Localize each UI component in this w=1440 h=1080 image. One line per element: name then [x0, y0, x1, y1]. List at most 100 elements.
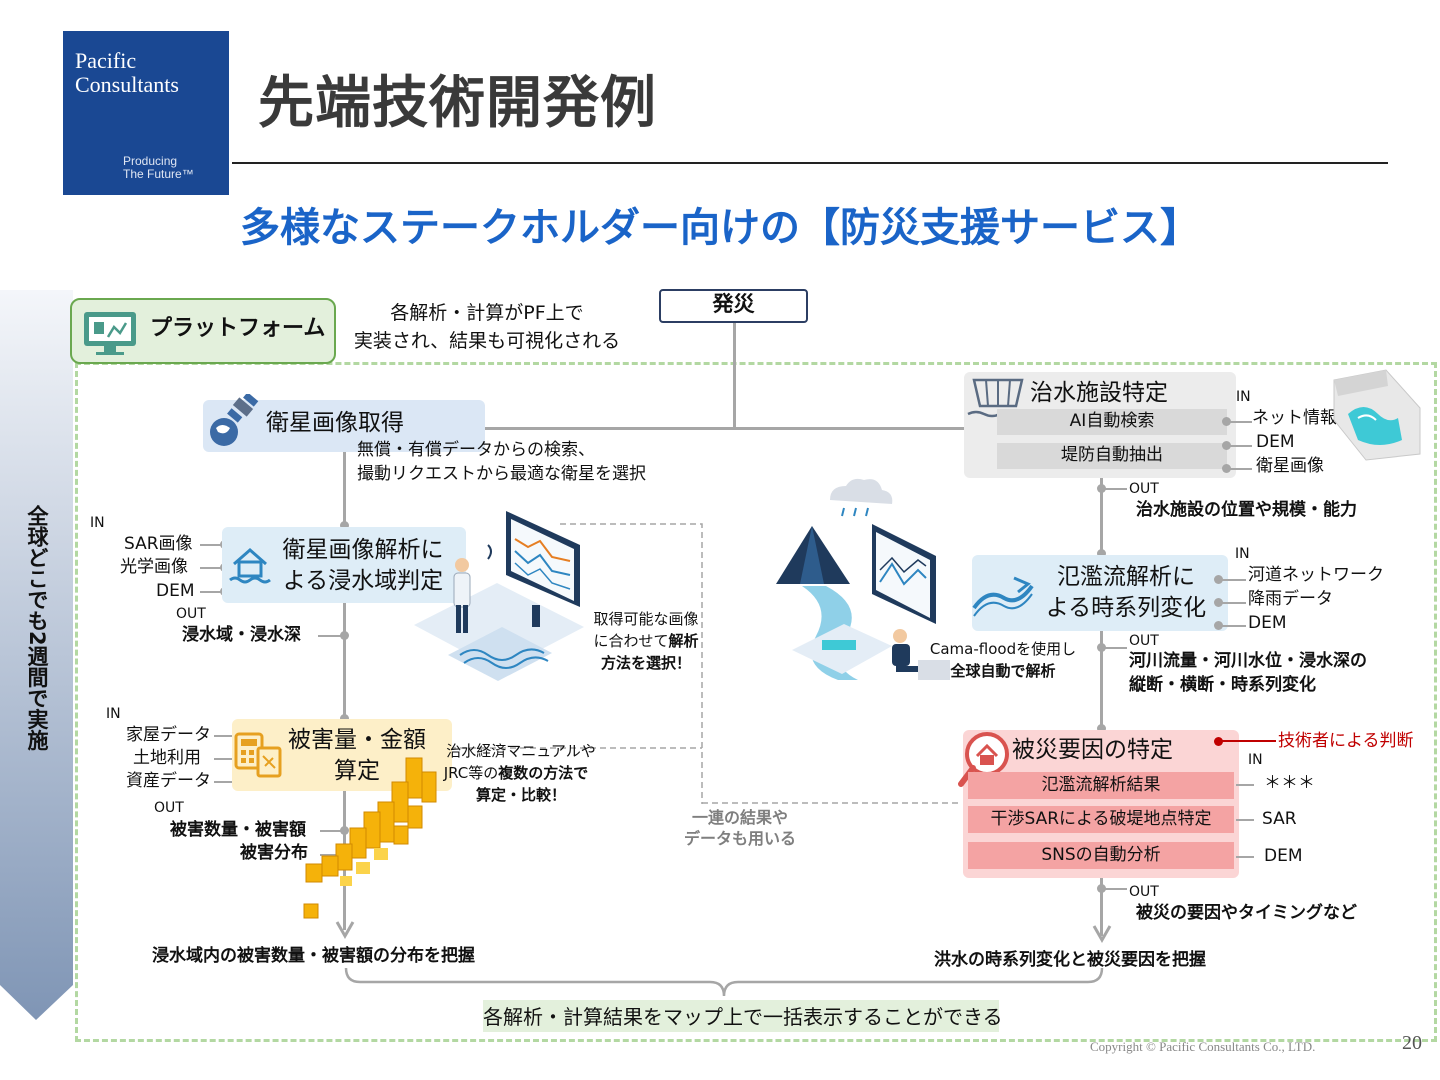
cause-sub-sns [968, 842, 1234, 869]
flood-output-2: 縦断・横断・時系列変化 [1129, 675, 1316, 695]
flood-output-1: 河川流量・河川水位・浸水深の [1129, 651, 1367, 671]
input-dot [1214, 575, 1223, 584]
voxel-damage-map [303, 757, 437, 919]
sidebar-label: 全球どこでも2週間で実施 [25, 505, 49, 751]
output-tick [318, 635, 344, 637]
node-dot [1097, 724, 1106, 733]
platform-label: プラットフォーム [150, 316, 326, 341]
company-logo: Pacific Consultants Producing The Future… [63, 31, 229, 195]
output-tick [1103, 647, 1127, 649]
center-note-2: データも用いる [683, 829, 796, 848]
facility-input-satellite: 衛星画像 [1256, 456, 1324, 476]
analysis-out-label: OUT [176, 606, 206, 622]
bottom-note: 各解析・計算結果をマップ上で一括表示することができる [483, 1005, 1003, 1029]
analysis-side-note-1: 取得可能な画像 [593, 610, 699, 628]
right-down-arrow [1092, 925, 1112, 944]
analysis-in-label: IN [90, 515, 105, 531]
input-dot [1222, 417, 1231, 426]
flood-input-rain: 降雨データ [1248, 589, 1333, 609]
analysis-input-dem: DEM [156, 581, 195, 601]
platform-note-1: 各解析・計算がPF上で [390, 302, 584, 324]
satellite-desc-2: 撮動リクエストから最適な衛星を選択 [357, 464, 646, 484]
cama-flood-note-2: 全球自動で解析 [950, 662, 1056, 680]
input-tick [1220, 579, 1246, 581]
engineer-judgment: 技術者による判断 [1278, 731, 1414, 751]
analysis-input-sar: SAR画像 [124, 534, 193, 554]
output-tick [1103, 488, 1127, 490]
cause-input-1: ＊＊＊ [1264, 773, 1315, 793]
cama-flood-note-1: Cama-floodを使用し [929, 640, 1077, 658]
damage-in-label: IN [106, 706, 121, 722]
input-tick [214, 758, 236, 760]
input-tick [1236, 784, 1254, 786]
cause-sub-flood-label: 氾濫流解析結果 [1041, 775, 1161, 795]
facility-output: 治水施設の位置や規模・能力 [1136, 500, 1357, 520]
flood-input-dem: DEM [1248, 613, 1287, 633]
node-dot [340, 826, 349, 835]
cause-title: 被災要因の特定 [1012, 737, 1173, 763]
cause-sub-sar [968, 806, 1234, 833]
input-tick [1220, 625, 1246, 627]
input-dot [1214, 621, 1223, 630]
analysis-title-1: 衛星画像解析に [282, 537, 444, 563]
damage-note-1: 治水経済マニュアルや [446, 742, 596, 760]
damage-output-2: 被害分布 [240, 843, 308, 863]
cause-sub-sns-label: SNSの自動分析 [1041, 845, 1161, 865]
damage-note-2: JRC等の複数の方法で [443, 764, 589, 782]
flood-title-1: 氾濫流解析に [1057, 564, 1195, 590]
analyst-illustration [414, 511, 584, 681]
calculator-icon [234, 732, 282, 778]
input-tick [200, 567, 224, 569]
logo-brand-text: Pacific Consultants [75, 48, 179, 97]
node-dot [340, 631, 349, 640]
analysis-output: 浸水域・浸水深 [182, 625, 301, 645]
satellite-title: 衛星画像取得 [266, 410, 404, 436]
damage-output-1: 被害数量・被害額 [170, 820, 306, 840]
input-tick [214, 781, 236, 783]
damage-title-1: 被害量・金額 [288, 727, 426, 753]
result-bracket [344, 967, 1104, 997]
flood-input-river: 河道ネットワーク [1248, 565, 1384, 585]
facility-sub-levee [997, 443, 1227, 469]
input-tick [200, 544, 224, 546]
node-dot [1097, 549, 1106, 558]
bottom-note-bg [483, 1000, 999, 1032]
input-tick [1236, 819, 1254, 821]
node-dot [1097, 643, 1106, 652]
analysis-side-note-3: 方法を選択！ [600, 654, 691, 672]
analysis-input-optical: 光学画像 [120, 557, 188, 577]
cause-output: 被災の要因やタイミングなど [1136, 903, 1357, 923]
damage-input-house: 家屋データ [126, 725, 211, 745]
disaster-label: 発災 [712, 292, 755, 316]
cause-sub-sar-label: 干渉SARによる破堤地点特定 [990, 809, 1212, 829]
platform-monitor-icon [84, 312, 136, 355]
input-dot [1214, 598, 1223, 607]
input-dot [1222, 464, 1231, 473]
logo-tagline: Producing The Future™ [123, 154, 194, 181]
flood-out-label: OUT [1129, 633, 1159, 649]
damage-input-asset: 資産データ [126, 771, 211, 791]
node-dot [1097, 484, 1106, 493]
connector [484, 427, 964, 430]
river-icon [972, 576, 1034, 617]
image-analysis-node [222, 527, 466, 603]
input-tick [1220, 602, 1246, 604]
cause-in-label: IN [1248, 752, 1263, 768]
right-result: 洪水の時系列変化と被災要因を把握 [934, 950, 1206, 970]
facility-title: 治水施設特定 [1030, 380, 1168, 406]
engineer-dot [1214, 737, 1223, 746]
input-tick [1228, 421, 1252, 423]
connector [733, 323, 736, 429]
flood-in-label: IN [1235, 546, 1250, 562]
input-dot [1222, 441, 1231, 450]
cause-input-sar: SAR [1262, 809, 1297, 829]
sidebar-arrow [0, 290, 73, 1020]
page-number: 20 [1402, 1032, 1422, 1054]
facility-input-dem: DEM [1256, 432, 1295, 452]
connector [1100, 478, 1103, 936]
cause-out-label: OUT [1129, 884, 1159, 900]
disaster-box [659, 289, 808, 323]
analysis-side-note-2: に合わせて解析 [593, 632, 699, 650]
node-dot [1097, 884, 1106, 893]
flood-analysis-node [972, 555, 1228, 631]
